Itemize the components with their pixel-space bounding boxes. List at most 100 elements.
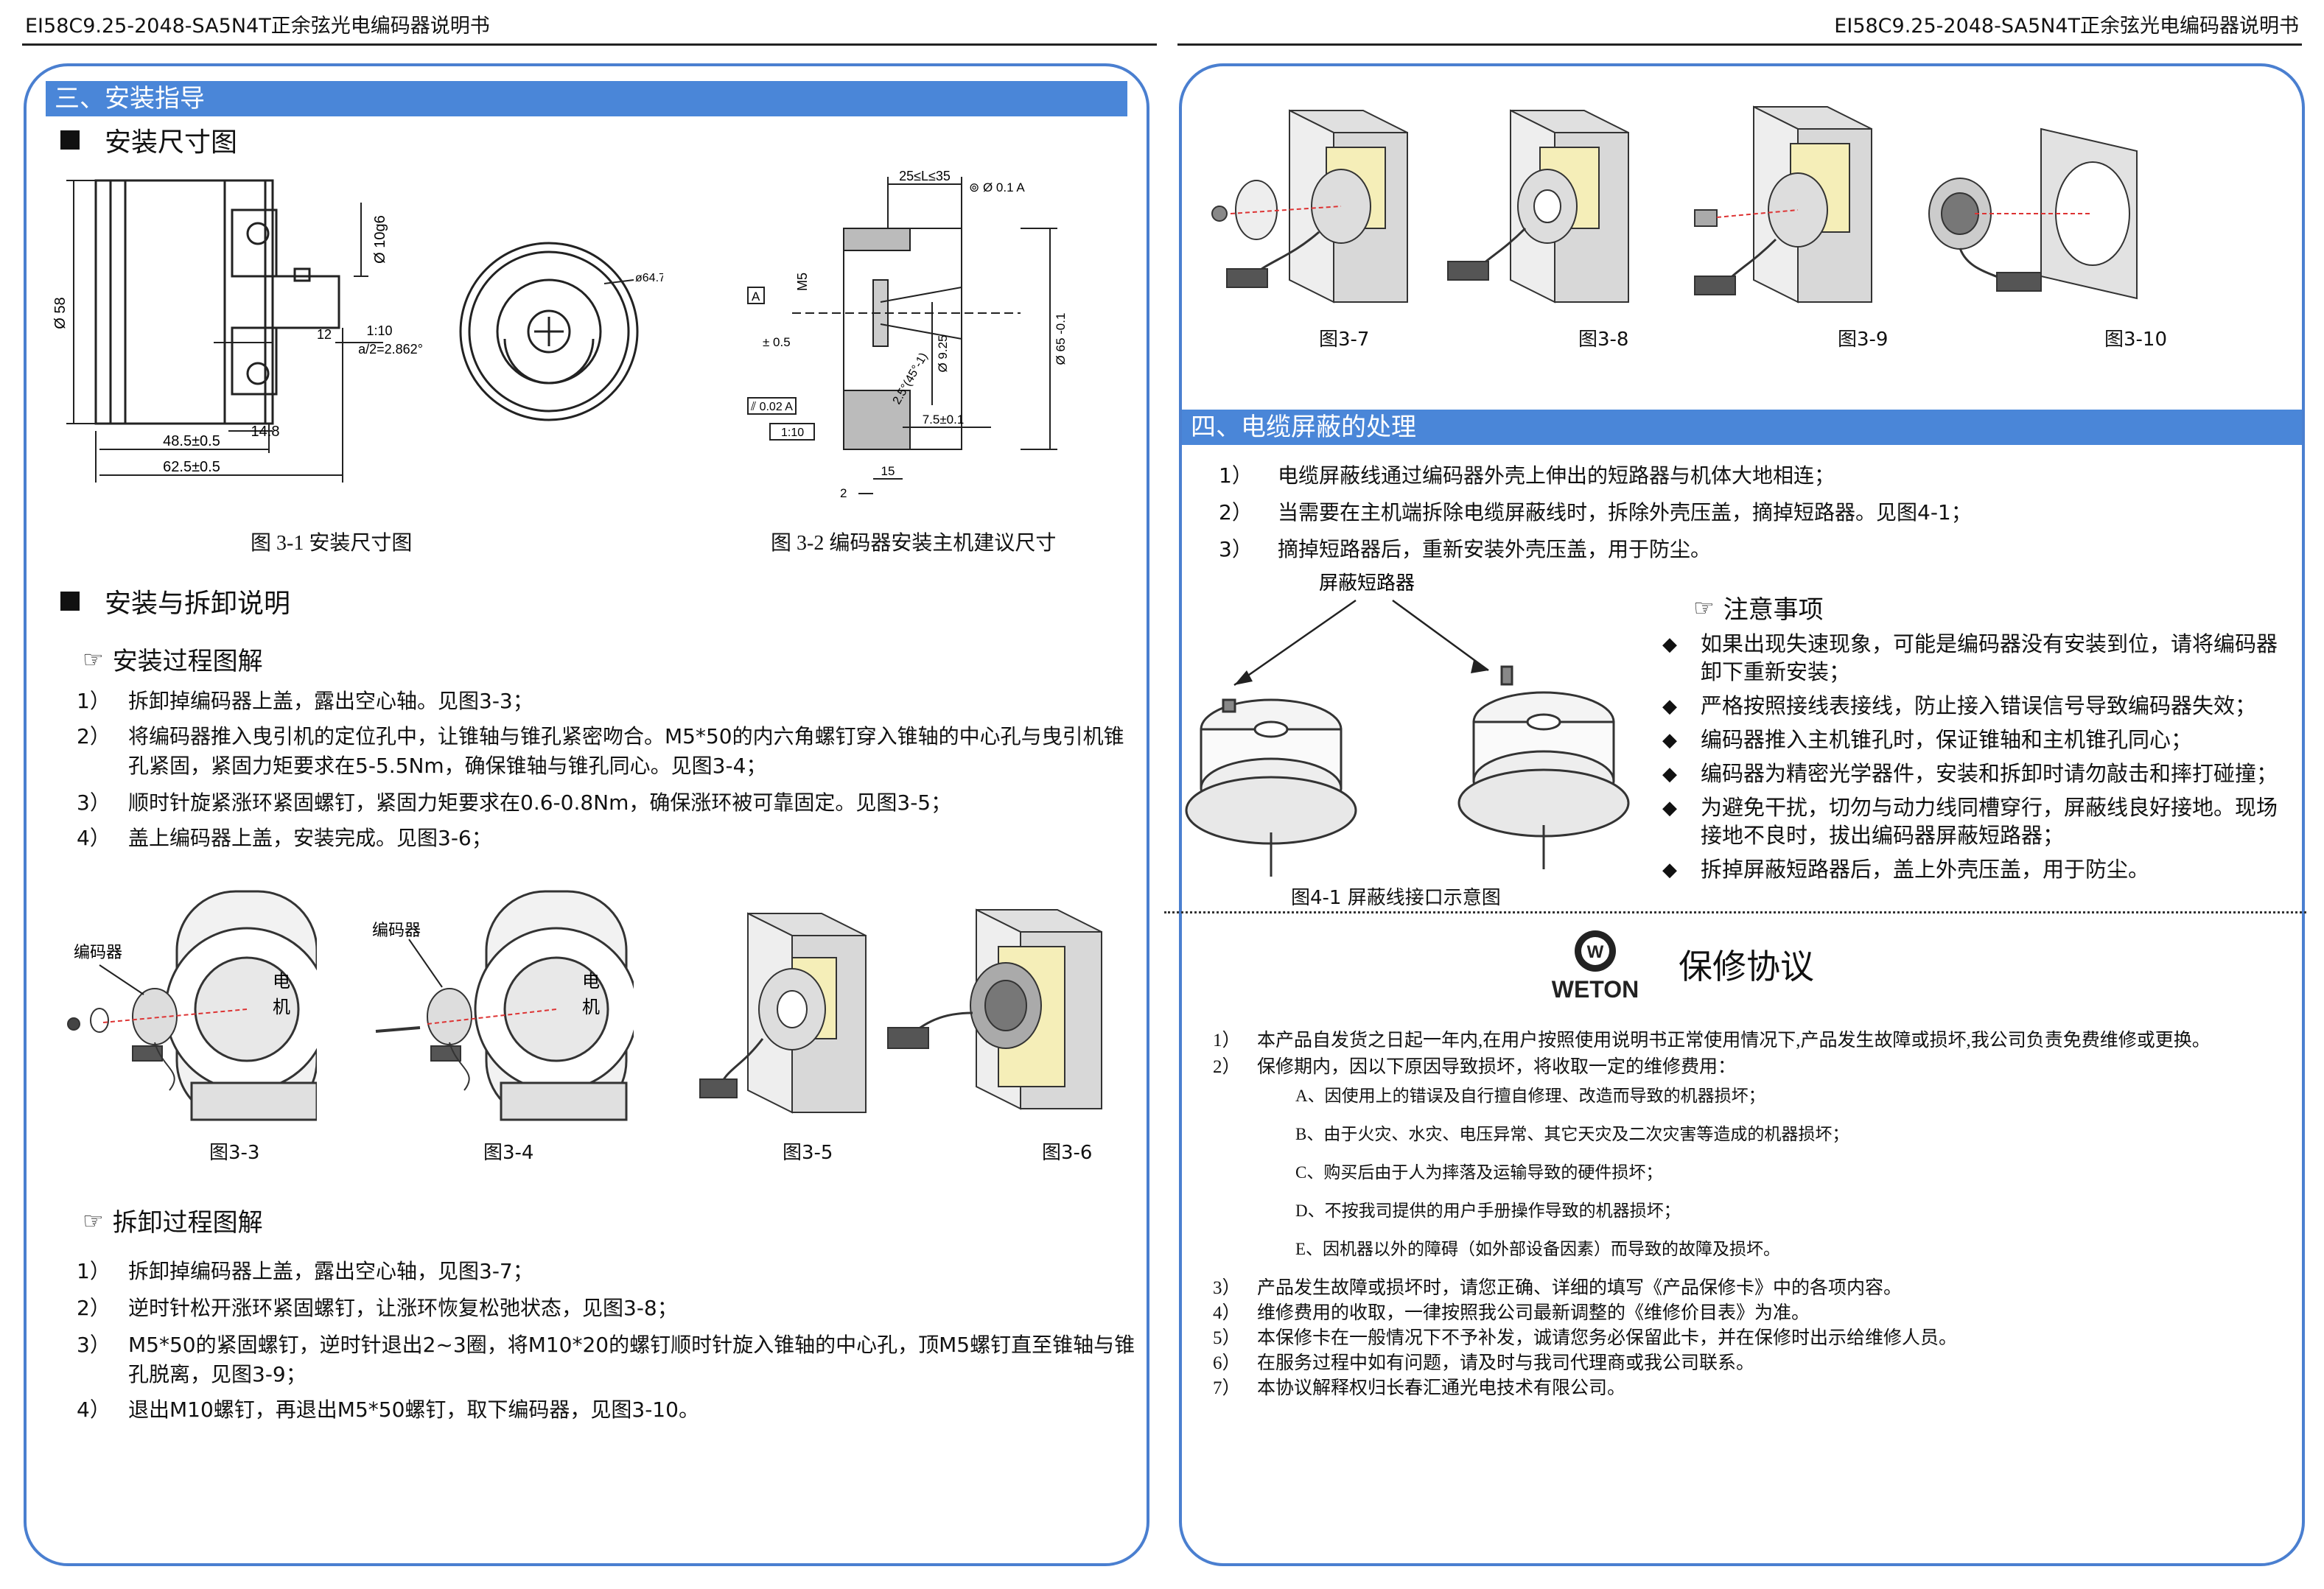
fig35-caption: 图3-5 bbox=[783, 1142, 833, 1164]
fig310-illustration bbox=[1928, 127, 2138, 300]
warranty-item: 5） 本保修卡在一般情况下不予补发，诚请您务必保留此卡，并在保修时出示给维修人员… bbox=[1213, 1326, 2296, 1351]
item-number: 2） bbox=[1213, 1057, 1241, 1077]
step-number: 3） bbox=[77, 1333, 111, 1357]
dim-angle: a/2=2.862° bbox=[358, 342, 423, 357]
header-title-right: EI58C9.25-2048-SA5N4T正余弦光电编码器说明书 bbox=[1834, 15, 2299, 38]
square-bullet-icon bbox=[60, 592, 80, 611]
notes-heading: ☞ 注意事项 bbox=[1693, 589, 1824, 625]
remove-proc-heading-text: 拆卸过程图解 bbox=[112, 1208, 263, 1238]
fig37-illustration bbox=[1211, 109, 1408, 304]
dim-l12: 12 bbox=[317, 327, 332, 342]
dim-pm: ± 0.5 bbox=[763, 335, 791, 349]
cable-step-2: 2） 当需要在主机端拆除电缆屏蔽线时，拆除外壳压盖，摘掉短路器。见图4-1； bbox=[1219, 498, 2280, 527]
svg-text:W: W bbox=[1587, 942, 1604, 962]
warranty-sub-d: D、不按我司提供的用户手册操作导致的机器损坏； bbox=[1295, 1202, 1681, 1220]
remove-proc-heading: ☞ 拆卸过程图解 bbox=[83, 1202, 263, 1238]
notes-heading-text: 注意事项 bbox=[1723, 595, 1824, 625]
fig32-drawing: 25≤L≤35 ⊚ Ø 0.1 A M5 A ± 0.5 Ø 9.25 Ø 65… bbox=[747, 169, 1068, 500]
note-item: ◆ 如果出现失速现象，可能是编码器没有安装到位，请将编码器卸下重新安装； bbox=[1662, 631, 2296, 687]
warranty-item: 6） 在服务过程中如有问题，请及时与我司代理商或我公司联系。 bbox=[1213, 1351, 2296, 1376]
dim-d925: Ø 9.25 bbox=[936, 334, 950, 372]
left-page-panel bbox=[24, 63, 1149, 1566]
fig33-caption: 图3-3 bbox=[209, 1142, 260, 1164]
fig41-caption: 图4-1 屏蔽线接口示意图 bbox=[1291, 887, 1501, 909]
warranty-item: 4） 维修费用的收取，一律按照我公司最新调整的《维修价目表》为准。 bbox=[1213, 1301, 2296, 1326]
diamond-bullet-icon: ◆ bbox=[1662, 695, 1677, 717]
dim-tol1: ⊚ Ø 0.1 A bbox=[969, 180, 1025, 194]
fig33-label-motor2: 机 bbox=[273, 997, 290, 1017]
fig32-caption: 图 3-2 编码器安装主机建议尺寸 bbox=[771, 532, 1057, 555]
logo-text: WETON bbox=[1552, 976, 1639, 1003]
warranty-item: 7） 本协议解释权归长春汇通光电技术有限公司。 bbox=[1213, 1376, 2296, 1401]
warranty-item: 2） 保修期内，因以下原因导致损坏，将收取一定的维修费用： bbox=[1213, 1055, 2296, 1080]
fig36-illustration bbox=[887, 908, 1102, 1110]
step-text: 摘掉短路器后，重新安装外壳压盖，用于防尘。 bbox=[1278, 537, 1712, 561]
step-text: M5*50的紧固螺钉，逆时针退出2~3圈，将M10*20的螺钉顺时针旋入锥轴的中… bbox=[128, 1333, 1135, 1386]
fig310-caption: 图3-10 bbox=[2104, 329, 2168, 351]
dim-l625: 62.5±0.5 bbox=[163, 459, 220, 475]
install-proc-heading: ☞ 安装过程图解 bbox=[83, 641, 263, 677]
note-text: 编码器为精密光学器件，安装和拆卸时请勿敲击和摔打碰撞； bbox=[1701, 762, 2278, 786]
install-step-2: 2） 将编码器推入曳引机的定位孔中，让锥轴与锥孔紧密吻合。M5*50的内六角螺钉… bbox=[77, 722, 1138, 781]
item-number: 1） bbox=[1213, 1031, 1241, 1050]
note-text: 为避免干扰，切勿与动力线同槽穿行，屏蔽线良好接地。现场接地不良时，拔出编码器屏蔽… bbox=[1701, 796, 2278, 848]
item-number: 7） bbox=[1213, 1378, 1241, 1398]
fig34-label-motor1: 电 bbox=[582, 972, 600, 992]
note-item: ◆ 严格按照接线表接线，防止接入错误信号导致编码器失效； bbox=[1662, 692, 2296, 720]
pointing-hand-icon: ☞ bbox=[83, 645, 104, 673]
dim-l2: 2 bbox=[840, 486, 847, 500]
fig36-caption: 图3-6 bbox=[1042, 1142, 1093, 1164]
note-text: 严格按照接线表接线，防止接入错误信号导致编码器失效； bbox=[1701, 695, 2257, 718]
install-proc-heading-text: 安装过程图解 bbox=[112, 647, 263, 676]
install-step-3: 3） 顺时针旋紧涨环紧固螺钉，紧固力矩要求在0.6-0.8Nm，确保涨环被可靠固… bbox=[77, 788, 1138, 818]
remove-step-2: 2） 逆时针松开涨环紧固螺钉，让涨环恢复松弛状态，见图3-8； bbox=[77, 1294, 1138, 1323]
item-text: 本产品自发货之日起一年内,在用户按照使用说明书正常使用情况下,产品发生故障或损坏… bbox=[1257, 1031, 2211, 1050]
fig35-illustration bbox=[699, 912, 867, 1114]
step-number: 3） bbox=[1219, 537, 1253, 561]
page-header-right: EI58C9.25-2048-SA5N4T正余弦光电编码器说明书 bbox=[1177, 10, 2302, 46]
fig38-caption: 图3-8 bbox=[1578, 329, 1629, 351]
item-number: 3） bbox=[1213, 1278, 1241, 1298]
step-text: 拆卸掉编码器上盖，露出空心轴，见图3-7； bbox=[128, 1259, 533, 1283]
note-text: 编码器推入主机锥孔时，保证锥轴和主机锥孔同心； bbox=[1701, 729, 2193, 752]
cable-step-3: 3） 摘掉短路器后，重新安装外壳压盖，用于防尘。 bbox=[1219, 535, 2280, 564]
install-step-1: 1） 拆卸掉编码器上盖，露出空心轴。见图3-3； bbox=[77, 687, 1138, 716]
warranty-item: 3） 产品发生故障或损坏时，请您正确、详细的填写《产品保修卡》中的各项内容。 bbox=[1213, 1276, 2296, 1301]
note-item: ◆ 为避免干扰，切勿与动力线同槽穿行，屏蔽线良好接地。现场接地不良时，拔出编码器… bbox=[1662, 794, 2296, 850]
warranty-sub-e: E、因机器以外的障碍（如外部设备因素）而导致的故障及损坏。 bbox=[1295, 1240, 1781, 1258]
step-number: 4） bbox=[77, 1397, 111, 1422]
dim-taper: 1:10 bbox=[366, 323, 392, 338]
section-title-install: 三、安装指导 bbox=[46, 81, 1127, 116]
fig34-caption: 图3-4 bbox=[483, 1142, 534, 1164]
note-item: ◆ 编码器推入主机锥孔时，保证锥轴和主机锥孔同心； bbox=[1662, 726, 2296, 754]
remove-step-3: 3） M5*50的紧固螺钉，逆时针退出2~3圈，将M10*20的螺钉顺时针旋入锥… bbox=[77, 1330, 1138, 1389]
warranty-sub-c: C、购买后由于人为摔落及运输导致的硬件损坏； bbox=[1295, 1163, 1663, 1182]
remove-step-4: 4） 退出M10螺钉，再退出M5*50螺钉，取下编码器，见图3-10。 bbox=[77, 1395, 1138, 1425]
pointing-hand-icon: ☞ bbox=[1693, 593, 1715, 622]
step-number: 2） bbox=[77, 1296, 111, 1320]
step-number: 1） bbox=[77, 689, 111, 713]
step-number: 1） bbox=[1219, 463, 1253, 488]
diamond-bullet-icon: ◆ bbox=[1662, 634, 1677, 655]
install-heading: 安装与拆卸说明 bbox=[60, 582, 290, 620]
pointing-hand-icon: ☞ bbox=[83, 1206, 104, 1235]
dim-d647: ø64.7 bbox=[635, 272, 663, 284]
item-text: 产品发生故障或损坏时，请您正确、详细的填写《产品保修卡》中的各项内容。 bbox=[1257, 1278, 1903, 1298]
note-item: ◆ 拆掉屏蔽短路器后，盖上外壳压盖，用于防尘。 bbox=[1662, 856, 2296, 884]
dim-dia58: Ø 58 bbox=[52, 297, 69, 329]
fig37-caption: 图3-7 bbox=[1319, 329, 1370, 351]
dim-datum: A bbox=[752, 290, 760, 304]
shield-short-label: 屏蔽短路器 bbox=[1319, 572, 1415, 594]
warranty-sub-b: B、由于火灾、水灾、电压异常、其它天灾及二次灾害等造成的机器损坏； bbox=[1295, 1125, 1849, 1143]
fig38-illustration bbox=[1447, 109, 1629, 304]
fig31-drawing: Ø 58 Ø 10g6 12 1:10 a/2=2.862° 14.8 48.5… bbox=[52, 179, 423, 483]
dim-l148: 14.8 bbox=[251, 424, 280, 440]
step-text: 盖上编码器上盖，安装完成。见图3-6； bbox=[128, 826, 492, 850]
diamond-bullet-icon: ◆ bbox=[1662, 859, 1677, 880]
item-number: 4） bbox=[1213, 1303, 1241, 1323]
dim-l485: 48.5±0.5 bbox=[163, 433, 220, 449]
step-number: 2） bbox=[1219, 500, 1253, 525]
note-text: 拆掉屏蔽短路器后，盖上外壳压盖，用于防尘。 bbox=[1701, 858, 2150, 882]
step-text: 退出M10螺钉，再退出M5*50螺钉，取下编码器，见图3-10。 bbox=[128, 1397, 699, 1422]
fig34-illustration: 编码器 电 机 bbox=[372, 890, 634, 1121]
